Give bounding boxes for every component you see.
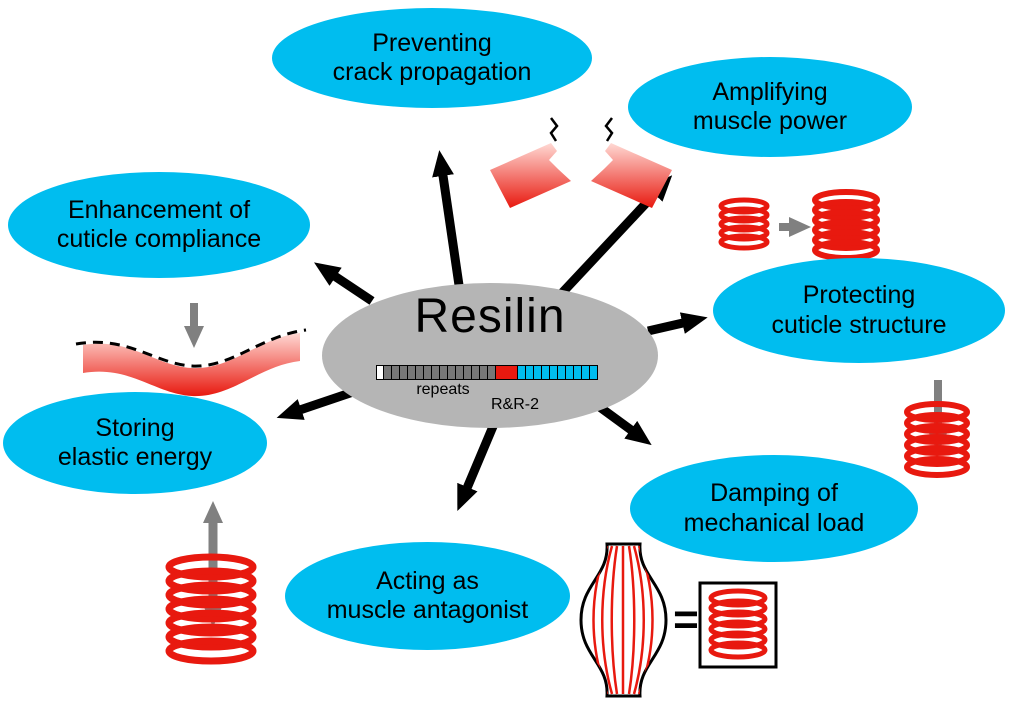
crack-line-right: [604, 117, 614, 142]
storing-spring-icon: [165, 553, 257, 665]
arrow-to-enhancement: [314, 262, 375, 305]
bubble-acting-as-muscle-antagonist: Acting as muscle antagonist: [285, 542, 570, 650]
dashed-surface-line: [75, 328, 307, 368]
bubble-label: Protecting cuticle structure: [771, 281, 947, 339]
repeats-label: repeats: [416, 381, 470, 398]
compliance-icon: [75, 303, 307, 397]
cyan-segment: [589, 365, 598, 380]
bubble-label: Storing elastic energy: [57, 413, 213, 472]
bent-cuticle-band: [83, 333, 300, 397]
bubble-preventing-crack-propagation: Preventing crack propagation: [272, 8, 592, 108]
equals-sign: =: [673, 595, 699, 644]
storing-icon: [165, 501, 257, 665]
rr2-label: R&R-2: [490, 396, 539, 413]
bubble-label: Enhancement of cuticle compliance: [56, 195, 262, 254]
large-spring-icon: [812, 189, 880, 261]
rr2-segment: [495, 365, 518, 380]
protect-icon: [904, 380, 970, 478]
resilin-title: Resilin: [414, 290, 566, 343]
crack-line-left: [549, 117, 559, 142]
crack-left-piece: [490, 143, 571, 208]
arrow-to-acting: [457, 422, 499, 512]
bubble-amplifying-muscle-power: Amplifying muscle power: [628, 57, 912, 157]
crack-illustration-icon: [490, 117, 672, 208]
bubble-storing-elastic-energy: Storing elastic energy: [3, 392, 267, 494]
protein-domain-bar: [376, 365, 598, 381]
bubble-enhancement-of-cuticle-compliance: Enhancement of cuticle compliance: [8, 172, 310, 278]
small-spring-icon: [718, 197, 770, 251]
bubble-label: Amplifying muscle power: [692, 77, 848, 136]
bubble-label: Damping of mechanical load: [683, 479, 865, 537]
crack-right-piece: [591, 143, 672, 208]
arrow-to-preventing: [432, 150, 465, 293]
arrow-to-protecting: [646, 312, 708, 336]
resilin-center-ellipse: Resilin repeats R&R-2: [322, 283, 658, 428]
amplify-icon: [718, 189, 880, 261]
arrow-to-storing: [276, 386, 358, 420]
protect-spring-icon: [904, 401, 970, 478]
bubble-protecting-cuticle-structure: Protecting cuticle structure: [713, 258, 1005, 363]
bubble-label: Acting as muscle antagonist: [326, 566, 529, 625]
bubble-damping-of-mechanical-load: Damping of mechanical load: [630, 455, 918, 562]
damping-icon: =: [579, 542, 778, 698]
boxed-spring-icon: [708, 588, 768, 660]
bubble-label: Preventing crack propagation: [332, 28, 532, 87]
